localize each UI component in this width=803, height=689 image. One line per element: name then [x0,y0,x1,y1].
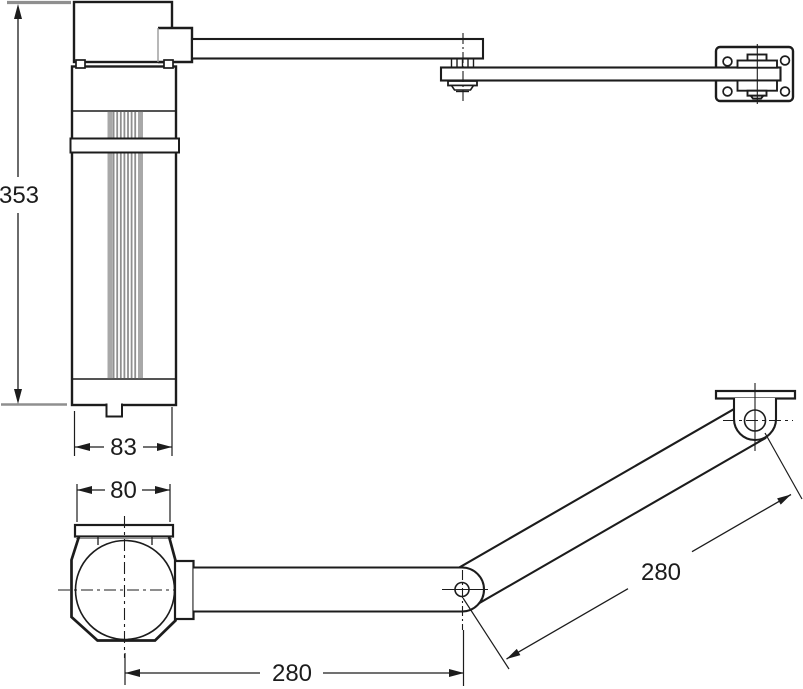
dim-body-height: 353 [0,4,39,404]
screw-hole [779,86,791,97]
arm-segment-horizontal [193,566,486,613]
arrowhead-up [14,4,22,19]
arrowhead-upper [777,494,791,505]
extension-from-wall-pivot [764,432,803,500]
screw-hole [722,86,733,97]
arrowhead-right [155,486,170,494]
dim-body-height-label: 353 [0,182,39,209]
bottom-view-assembly [58,383,797,658]
screw-hole [779,55,791,66]
arrowhead-left [77,486,92,494]
dim-body-width-label: 83 [110,434,137,461]
arrowhead-lower [506,648,521,659]
arrowhead-down [14,389,22,404]
main-arm [190,37,485,60]
valve-nub [105,403,123,418]
dim-body-width: 83 [73,407,173,461]
dim-plate-width-label: 80 [110,477,137,504]
arrowhead-left [125,669,140,677]
front-view-closer-body [1,0,194,418]
forearm-rod [439,66,782,82]
dim-arm-diagonal-label: 280 [641,559,681,586]
arrowhead-left [75,443,90,451]
dim-arm-diagonal: 280 [462,432,803,670]
arrowhead-right [157,443,172,451]
cap-tab-left [75,59,86,69]
piston-hatch [107,111,143,379]
cap-tab-right [163,59,174,69]
mounting-collar [69,137,180,154]
screw-hole [722,56,733,67]
extension-from-elbow [462,597,510,670]
dim-plate-width: 80 [76,477,171,522]
top-view-arm-linkage [190,33,795,104]
arm-segment-diagonal [450,401,767,609]
arrowhead-right [449,669,464,677]
dim-arm-horizontal-label: 280 [272,660,312,687]
dim-arm-horizontal: 280 [124,630,465,687]
arm-socket [173,559,195,621]
pinion-block-fill [158,28,192,62]
